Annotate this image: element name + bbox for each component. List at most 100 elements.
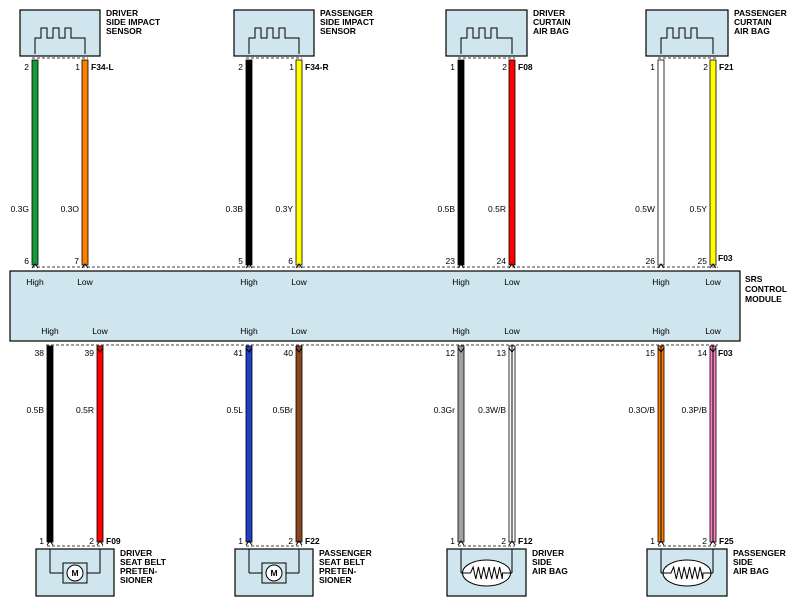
module-title-line: MODULE: [745, 294, 782, 304]
component-name-line: AIR BAG: [532, 566, 568, 576]
bottom-module-pin: 39: [85, 348, 95, 358]
component-name-line: DRIVER: [106, 8, 138, 18]
bottom-wire-arrow: [657, 347, 665, 353]
driver-curtain-air-bag-box: [445, 9, 528, 57]
driver-curtain-air-bag: [445, 9, 528, 59]
bottom-module-pin: 40: [284, 348, 294, 358]
wire-body: [295, 59, 303, 266]
bottom-wire-0.5R: [96, 345, 104, 543]
motor-icon: [265, 564, 283, 582]
top-wire-0.5R: [508, 59, 516, 266]
passenger-side-air-bag: [646, 545, 728, 597]
bottom-signal-label: Low: [291, 326, 307, 336]
bottom-module-pin: 14: [698, 348, 708, 358]
top-wire-label: 0.3Y: [276, 204, 294, 214]
srs-control-module-box: [9, 270, 741, 342]
component-name-line: PASSENGER: [733, 548, 786, 558]
top-wire-label: 0.5W: [635, 204, 655, 214]
module-title-line: CONTROL: [745, 284, 787, 294]
bottom-wire-label: 0.3O/B: [629, 405, 656, 415]
top-wire-arrow: [709, 263, 717, 269]
bottom-wire-arrow: [709, 540, 717, 546]
bottom-module-pin: 12: [446, 348, 456, 358]
component-name-line: SIDE IMPACT: [106, 17, 161, 27]
labels-layer: SRSCONTROLMODULEF03F030.3G26High0.3O17Lo…: [11, 8, 787, 585]
component-name-line: SENSOR: [106, 26, 142, 36]
passenger-curtain-air-bag: [645, 9, 729, 59]
bottom-signal-label: Low: [92, 326, 108, 336]
top-wire-label: 0.5B: [438, 204, 456, 214]
component-name-line: SIDE: [733, 557, 753, 567]
driver-side-impact-sensor: [19, 9, 101, 59]
bottom-wire-arrow: [657, 540, 665, 546]
component-name-line: PRETEN-: [319, 566, 356, 576]
top-wire-label: 0.3G: [11, 204, 29, 214]
top-wire-arrow: [81, 263, 89, 269]
top-wire-label: 0.5R: [488, 204, 506, 214]
top-wire-0.5Y: [709, 59, 717, 266]
component-name-line: SIDE: [532, 557, 552, 567]
component-name-line: SIDE IMPACT: [320, 17, 375, 27]
bottom-wire-arrow: [508, 347, 516, 353]
resistor-icon: [661, 565, 713, 580]
top-signal-label: High: [26, 277, 44, 287]
bottom-wire-label: 0.3W/B: [478, 405, 506, 415]
top-module-pin: 23: [446, 256, 456, 266]
top-component-pin: 2: [24, 62, 29, 72]
bottom-component-pin: 2: [288, 536, 293, 546]
sensor-waveform-symbol: [248, 27, 300, 54]
wire-body: [245, 59, 253, 266]
bottom-module-pin: 38: [35, 348, 45, 358]
bottom-wire-0.5B: [46, 345, 54, 543]
resistor-icon: [461, 565, 512, 580]
bottom-wire-0.3Gr: [457, 345, 465, 543]
bottom-component-pin: 1: [39, 536, 44, 546]
top-wire-label: 0.3B: [226, 204, 244, 214]
bottom-wire-arrow: [245, 540, 253, 546]
component-leads: [460, 549, 513, 573]
wire-body: [46, 345, 54, 543]
top-wire-label: 0.5Y: [690, 204, 708, 214]
bottom-signal-label: High: [240, 326, 258, 336]
component-name-line: AIR BAG: [533, 26, 569, 36]
bottom-signal-label: Low: [705, 326, 721, 336]
bottom-module-pin: 41: [234, 348, 244, 358]
wire-body: [31, 59, 39, 266]
top-signal-label: High: [452, 277, 470, 287]
top-wire-0.3O: [81, 59, 89, 266]
component-name-line: AIR BAG: [733, 566, 769, 576]
passenger-side-impact-sensor-box: [233, 9, 315, 57]
top-module-pin: 25: [698, 256, 708, 266]
wire-body: [457, 345, 465, 543]
component-name-line: DRIVER: [532, 548, 564, 558]
top-signal-label: Low: [504, 277, 520, 287]
top-wire-arrow: [31, 263, 39, 269]
bottom-wire-arrow: [457, 347, 465, 353]
wire-body: [245, 345, 253, 543]
bottom-wire-arrow: [295, 540, 303, 546]
component-name-line: AIR BAG: [734, 26, 770, 36]
component-connector-label: F25: [719, 536, 734, 546]
top-module-pin: 6: [24, 256, 29, 266]
top-module-pin: 6: [288, 256, 293, 266]
top-module-pin: 26: [646, 256, 656, 266]
motor-icon: [66, 564, 84, 582]
driver-side-impact-sensor-box: [19, 9, 101, 57]
wire-body: [657, 59, 665, 266]
bottom-wire-arrow: [457, 540, 465, 546]
bottom-signal-label: High: [41, 326, 59, 336]
bottom-wire-0.3W/B: [508, 345, 516, 543]
module-bottom-connector-label: F03: [718, 348, 733, 358]
component-connector-label: F12: [518, 536, 533, 546]
wire-body: [295, 345, 303, 543]
passenger-seat-belt-pretensioner: M: [234, 545, 314, 597]
top-module-pin: 5: [238, 256, 243, 266]
top-wire-arrow: [657, 263, 665, 269]
wire-body: [457, 59, 465, 266]
bottom-component-pin: 2: [89, 536, 94, 546]
component-name-line: DRIVER: [120, 548, 152, 558]
bottom-component-pin: 1: [238, 536, 243, 546]
top-module-pin: 7: [74, 256, 79, 266]
